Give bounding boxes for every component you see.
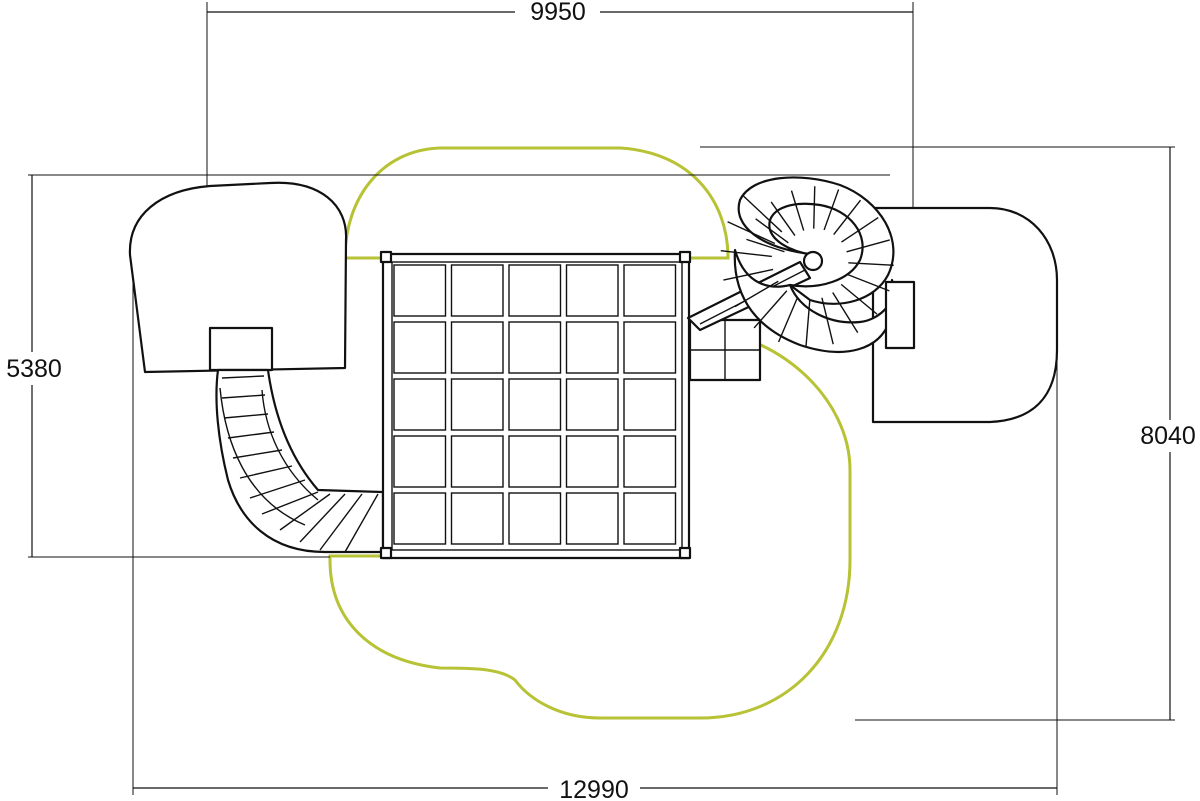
frame-cell: [450, 321, 504, 374]
spiral-ring: [840, 283, 878, 315]
spiral-ring: [720, 250, 772, 258]
spiral-ring: [805, 299, 811, 348]
tube-ring: [227, 431, 275, 439]
spiral-ring: [821, 297, 834, 345]
safety-zone-top: [343, 146, 730, 260]
dimension-bottom-label: 12990: [559, 776, 629, 801]
frame-cell: [565, 492, 619, 545]
spiral-ring: [770, 201, 796, 236]
frame-cell: [508, 378, 562, 431]
spiral-ring: [848, 262, 894, 266]
tube-ring: [261, 491, 319, 515]
tube-ring: [319, 493, 363, 551]
spiral-ring: [727, 221, 776, 245]
frame-cell: [565, 378, 619, 431]
dimension-left: 5380: [6, 175, 62, 557]
frame-cell: [393, 321, 447, 374]
frame-cell: [565, 264, 619, 317]
dimension-bottom: 12990: [133, 776, 1057, 801]
frame-cell: [565, 321, 619, 374]
tube-ring: [344, 493, 379, 553]
tube-ring: [232, 449, 283, 459]
spiral-ring: [755, 218, 789, 244]
spiral-ring: [823, 189, 840, 231]
spiral-ring: [832, 292, 859, 333]
frame-cell: [450, 492, 504, 545]
spiral-ring: [813, 186, 816, 229]
tube-ring: [223, 413, 269, 419]
spiral-ring: [746, 238, 785, 253]
frame-cell: [393, 264, 447, 317]
frame-cell: [450, 435, 504, 488]
frame-cell: [508, 321, 562, 374]
tube-ring: [221, 375, 265, 379]
frame-cell: [393, 492, 447, 545]
spiral-ring: [833, 199, 862, 235]
dimension-right-label: 8040: [1140, 422, 1196, 450]
right-landing-zone: [871, 206, 1059, 424]
frame-cell: [393, 435, 447, 488]
frame-cell: [508, 492, 562, 545]
frame-cell: [623, 378, 677, 431]
spiral-ring: [734, 280, 779, 308]
right-spiral-slide: [720, 176, 916, 353]
frame-cell: [508, 435, 562, 488]
frame-cell: [565, 435, 619, 488]
spiral-ring: [777, 296, 799, 343]
spiral-ring: [742, 195, 783, 233]
tube-ring: [279, 493, 331, 531]
spiral-ring: [790, 190, 805, 231]
dimension-top: 9950: [207, 0, 913, 26]
left-landing-zone: [128, 181, 348, 374]
tube-ring: [299, 493, 346, 543]
dimension-right: 8040: [1140, 147, 1196, 720]
dimension-top-label: 9950: [530, 0, 586, 26]
extension-lines: [28, 2, 1175, 795]
frame-cell: [623, 492, 677, 545]
frame-cell: [623, 435, 677, 488]
tube-ring: [239, 465, 293, 479]
tube-ring: [249, 479, 306, 499]
frame-cell: [450, 378, 504, 431]
spiral-ring: [846, 239, 890, 253]
frame-cell: [623, 264, 677, 317]
left-slide-entry-platform: [208, 326, 274, 372]
frame-cell: [450, 264, 504, 317]
left-tube-slide: [215, 368, 385, 554]
spiral-ring: [846, 273, 890, 292]
frame-cell: [393, 378, 447, 431]
tube-ring: [221, 394, 266, 399]
climbing-frame: [379, 250, 692, 560]
spiral-ring: [753, 290, 788, 329]
safety-zone-outlines: [328, 146, 852, 720]
climbing-frame-grid: [393, 264, 677, 545]
safety-zone-bottom-right: [328, 326, 852, 720]
dimension-left-label: 5380: [6, 355, 62, 383]
frame-cell: [508, 264, 562, 317]
spiral-ring: [841, 216, 879, 243]
left-tube-slide-rings: [221, 375, 379, 553]
frame-cell: [623, 321, 677, 374]
spiral-ring: [723, 268, 774, 281]
right-spiral-slide-rings: [720, 186, 894, 348]
